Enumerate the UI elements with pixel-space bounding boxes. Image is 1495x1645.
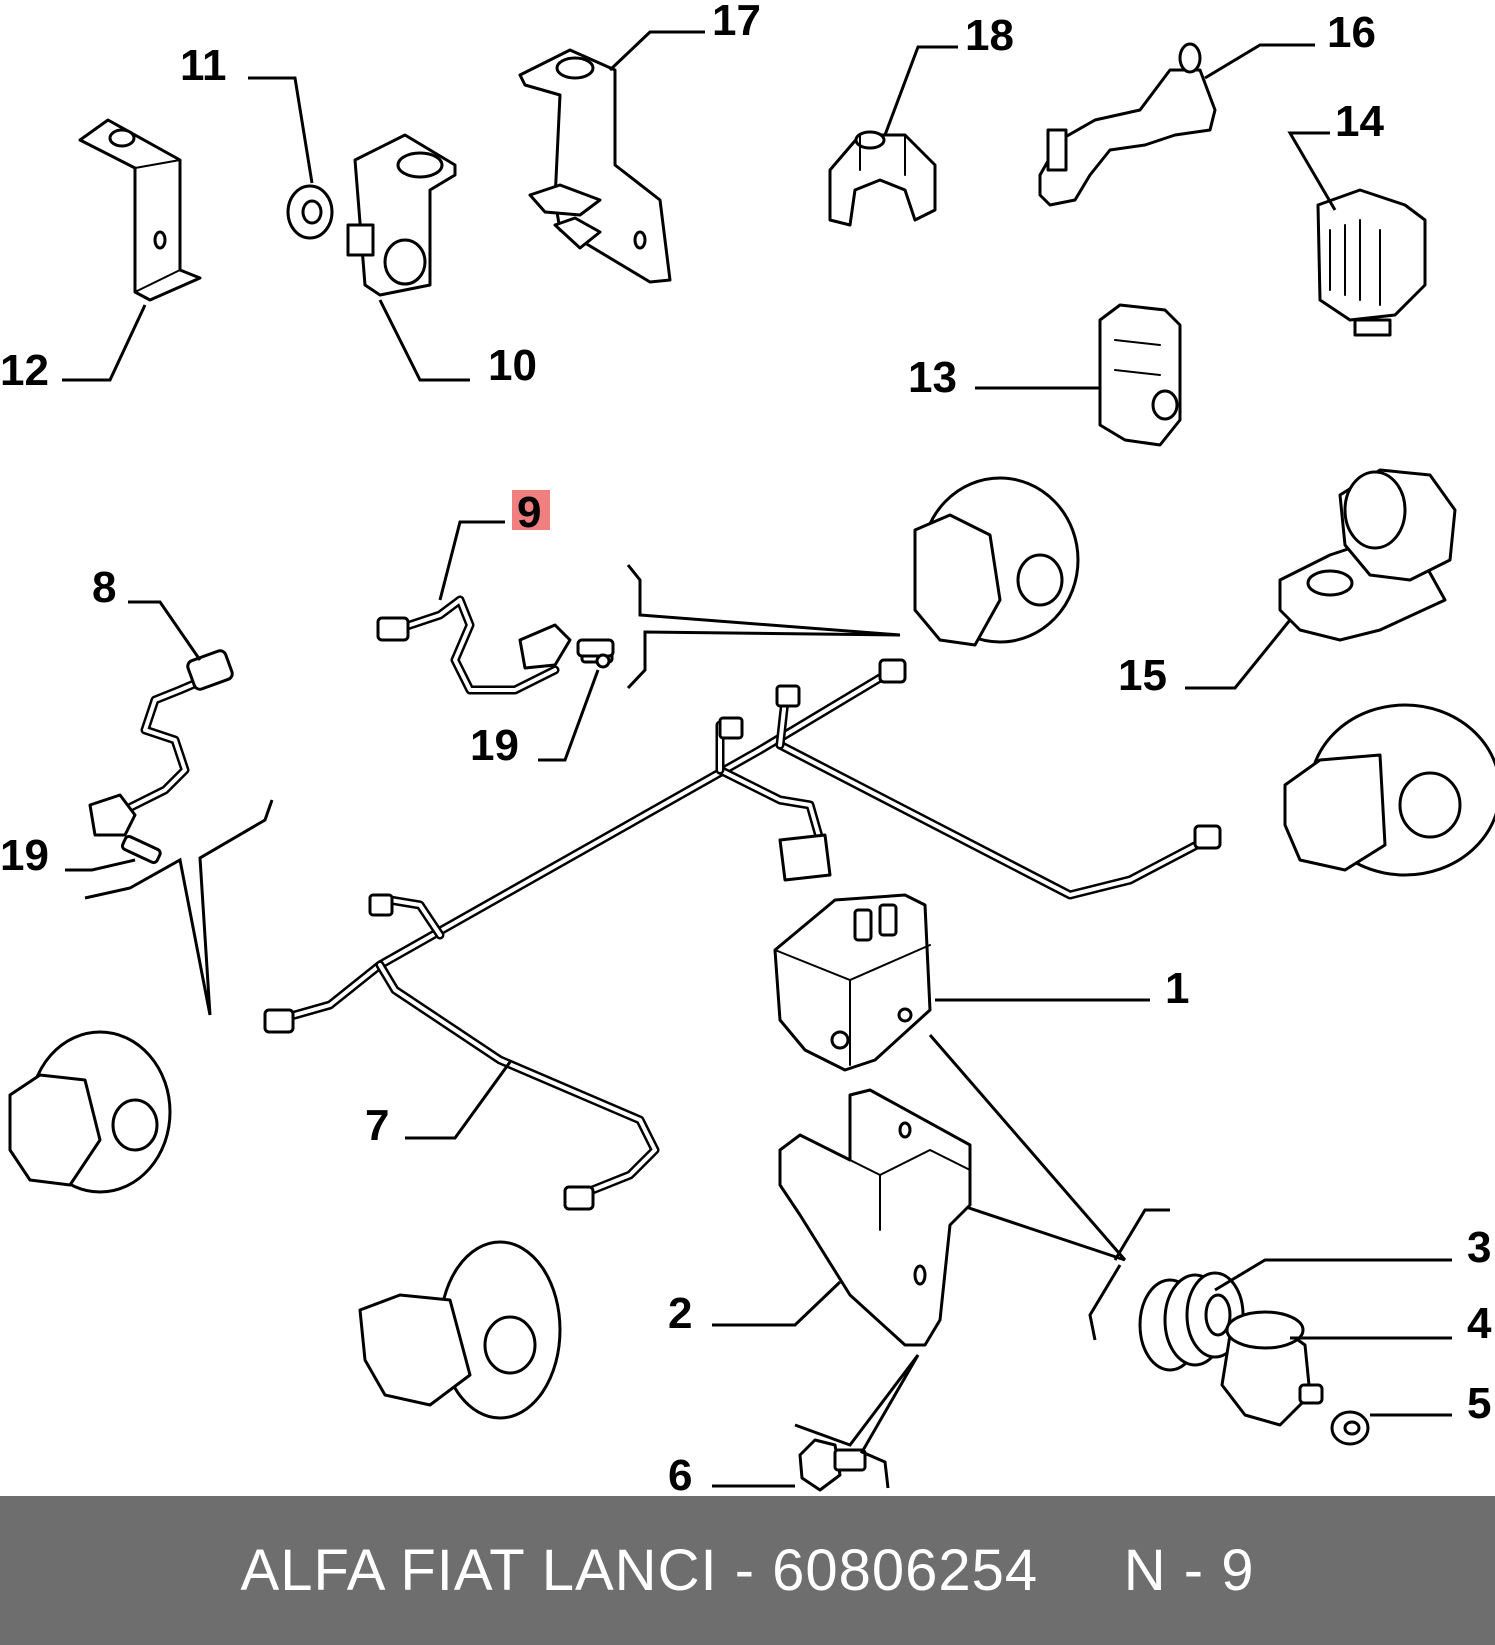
brake-disc-right [1283,703,1495,877]
part-17-bracket [518,48,672,284]
footer-separator: - [717,1538,773,1603]
footer-bar: ALFA FIAT LANCI - 60806254 N - 9 [0,1496,1495,1645]
brake-disc-top-right [913,476,1080,647]
part-1-abs-unit [773,893,932,1072]
callout-7: 7 [365,1101,389,1150]
part-7-wiring-harness [263,658,1222,1211]
footer-gap [1038,1538,1124,1603]
callout-13: 13 [908,353,957,402]
leader-2 [712,1280,842,1327]
leader-9 [438,520,505,601]
part-13-clip [1098,303,1182,447]
part-11-washer [286,184,334,240]
footer-part-number: 60806254 [772,1538,1039,1603]
leader-19-top [538,669,600,762]
brake-disc-left [8,1030,172,1194]
footer-brand: ALFA FIAT LANCI [240,1538,718,1603]
leader-14 [1287,131,1337,211]
callout-9: 9 [517,488,541,537]
leader-19-left [65,858,136,872]
part-10-block-bracket [346,133,457,297]
part-12-bracket [78,118,202,302]
callout-17: 17 [712,0,761,45]
leader-6-bracket [794,1354,920,1489]
part-6-bolt [798,1438,867,1492]
leader-15 [1185,619,1292,690]
callout-12: 12 [0,346,49,395]
part-4-cylinder-mount [1220,1310,1324,1427]
callout-19-top: 19 [470,721,519,770]
leader-11 [248,76,314,184]
leader-9-bracket [626,564,901,690]
leader-7 [405,1061,512,1140]
callout-3: 3 [1467,1223,1491,1272]
callout-15: 15 [1118,651,1167,700]
part-18-bushing [828,130,937,227]
part-14-clip [1316,188,1427,337]
callout-1: 1 [1165,964,1189,1013]
callout-9-highlight [512,490,550,530]
exploded-parts-diagram: 12 11 10 17 18 16 [0,0,1495,1496]
callout-14: 14 [1335,97,1384,146]
brake-disc-bottom [358,1240,562,1420]
part-5-nut [1330,1410,1370,1446]
callout-11: 11 [180,41,227,90]
part-8-wheel-sensor [88,649,234,837]
footer-position: N - 9 [1123,1538,1255,1603]
leader-3 [1214,1258,1452,1292]
part-2-support-bracket [778,1088,972,1347]
leader-10 [378,299,470,382]
part-3-damper-bushing [1138,1271,1245,1372]
callout-8: 8 [92,563,116,612]
callout-10: 10 [488,341,537,390]
part-19-bolt-top [576,638,615,669]
callout-2: 2 [668,1289,692,1338]
leader-1-links [928,1034,1170,1341]
callout-19-left: 19 [0,831,49,880]
callout-16: 16 [1327,8,1376,57]
leader-16 [1204,43,1315,80]
leader-8 [128,600,202,661]
callout-5: 5 [1467,1379,1491,1428]
callout-6: 6 [668,1451,692,1496]
callout-4: 4 [1467,1299,1492,1348]
footer-caption: ALFA FIAT LANCI - 60806254 N - 9 [241,1537,1255,1604]
leader-19-left-bracket [84,799,274,1016]
callout-18: 18 [965,11,1014,60]
leader-12 [62,304,147,382]
leader-18 [883,45,958,136]
part-19-bolt-left [120,834,162,865]
part-15-mount-bushing [1278,468,1457,642]
leader-17 [608,30,705,72]
part-16-clamp-strip [1038,42,1217,207]
